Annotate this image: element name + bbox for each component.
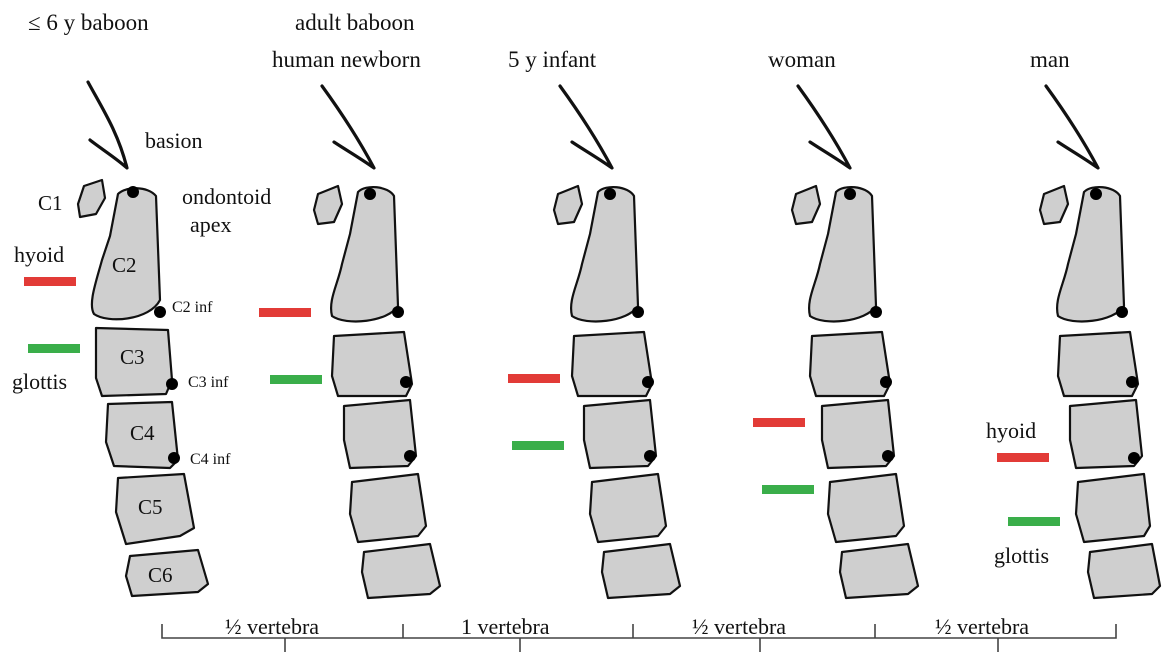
scale-label-4: ½ vertebra <box>935 614 1029 639</box>
c2-inf-dot-4 <box>870 306 882 318</box>
c3-inf-dot-3 <box>642 376 654 388</box>
c3-inf-dot-5 <box>1126 376 1138 388</box>
skull-outline-5 <box>1046 86 1098 168</box>
title-woman: woman <box>768 47 836 72</box>
c2-inf-label: C2 inf <box>172 299 213 316</box>
hyoid-bar-4 <box>753 418 805 427</box>
spine-column-1: C1 C2 C3 C4 C5 C6 <box>24 82 208 596</box>
vertebra-label-c3: C3 <box>120 345 145 369</box>
glottis-bar-3 <box>512 441 564 450</box>
scale-label-2: 1 vertebra <box>461 614 550 639</box>
hyoid-label-left: hyoid <box>14 242 64 267</box>
skull-outline-2 <box>322 86 374 168</box>
c4-inf-dot-5 <box>1128 452 1140 464</box>
c4-inf-dot-1 <box>168 452 180 464</box>
title-baboon-young: ≤ 6 y baboon <box>28 10 149 35</box>
hyoid-bar-2 <box>259 308 311 317</box>
hyoid-bar-5 <box>997 453 1049 462</box>
vertebra-label-c6: C6 <box>148 563 173 587</box>
title-man: man <box>1030 47 1070 72</box>
hyoid-label-right: hyoid <box>986 418 1036 443</box>
spine-column-4 <box>753 86 918 598</box>
glottis-bar-1 <box>28 344 80 353</box>
vertebra-c1-col3 <box>554 186 582 224</box>
vertebra-c6-col4 <box>840 544 918 598</box>
vertebra-label-c1: C1 <box>38 191 63 215</box>
odontoid-apex-dot-2 <box>364 188 376 200</box>
c4-inf-dot-4 <box>882 450 894 462</box>
vertebra-c3-col2 <box>332 332 412 396</box>
c4-inf-dot-3 <box>644 450 656 462</box>
c2-inf-dot-1 <box>154 306 166 318</box>
vertebra-c1-col5 <box>1040 186 1068 224</box>
glottis-label-right: glottis <box>994 543 1049 568</box>
scale-label-1: ½ vertebra <box>225 614 319 639</box>
odontoid-apex-dot-4 <box>844 188 856 200</box>
c3-inf-dot-4 <box>880 376 892 388</box>
vertebra-c1 <box>78 180 105 217</box>
odontoid-apex-dot-1 <box>127 186 139 198</box>
vertebra-c3-col5 <box>1058 332 1138 396</box>
odontoid-apex-dot-3 <box>604 188 616 200</box>
vertebra-c6-col2 <box>362 544 440 598</box>
c2-inf-dot-3 <box>632 306 644 318</box>
skull-outline-4 <box>798 86 850 168</box>
c3-inf-dot-2 <box>400 376 412 388</box>
vertebra-label-c2: C2 <box>112 253 137 277</box>
odontoid-apex-dot-5 <box>1090 188 1102 200</box>
vertebra-c6-col5 <box>1088 544 1160 598</box>
scale-label-3: ½ vertebra <box>692 614 786 639</box>
odontoid-label-line2: apex <box>190 212 232 237</box>
vertebra-c1-col4 <box>792 186 820 224</box>
hyoid-bar-3 <box>508 374 560 383</box>
glottis-bar-4 <box>762 485 814 494</box>
c4-inf-dot-2 <box>404 450 416 462</box>
title-adult-baboon: adult baboon <box>295 10 415 35</box>
vertebra-label-c5: C5 <box>138 495 163 519</box>
vertebra-c3-col3 <box>572 332 652 396</box>
c2-inf-dot-5 <box>1116 306 1128 318</box>
vertebra-c6-col3 <box>602 544 680 598</box>
vertebra-c3-col4 <box>810 332 890 396</box>
c3-inf-dot-1 <box>166 378 178 390</box>
vertebra-c5-col2 <box>350 474 426 542</box>
basion-label: basion <box>145 128 202 153</box>
odontoid-label-line1: ondontoid <box>182 184 271 209</box>
vertebra-c5-col4 <box>828 474 904 542</box>
skull-outline-3 <box>560 86 612 168</box>
glottis-label-left: glottis <box>12 369 67 394</box>
vertebra-c1-col2 <box>314 186 342 224</box>
vertebra-label-c4: C4 <box>130 421 155 445</box>
spine-column-3 <box>508 86 680 598</box>
vertebra-c5-col5 <box>1076 474 1150 542</box>
c3-inf-label: C3 inf <box>188 374 229 391</box>
glottis-bar-2 <box>270 375 322 384</box>
vertebra-scale: ½ vertebra 1 vertebra ½ vertebra ½ verte… <box>162 614 1116 652</box>
title-5y-infant: 5 y infant <box>508 47 597 72</box>
vertebra-c5-col3 <box>590 474 666 542</box>
hyoid-bar-1 <box>24 277 76 286</box>
glottis-bar-5 <box>1008 517 1060 526</box>
c4-inf-label: C4 inf <box>190 451 231 468</box>
spine-column-5 <box>997 86 1160 598</box>
skull-outline-1 <box>88 82 127 168</box>
spine-column-2 <box>259 86 440 598</box>
title-human-newborn: human newborn <box>272 47 421 72</box>
c2-inf-dot-2 <box>392 306 404 318</box>
